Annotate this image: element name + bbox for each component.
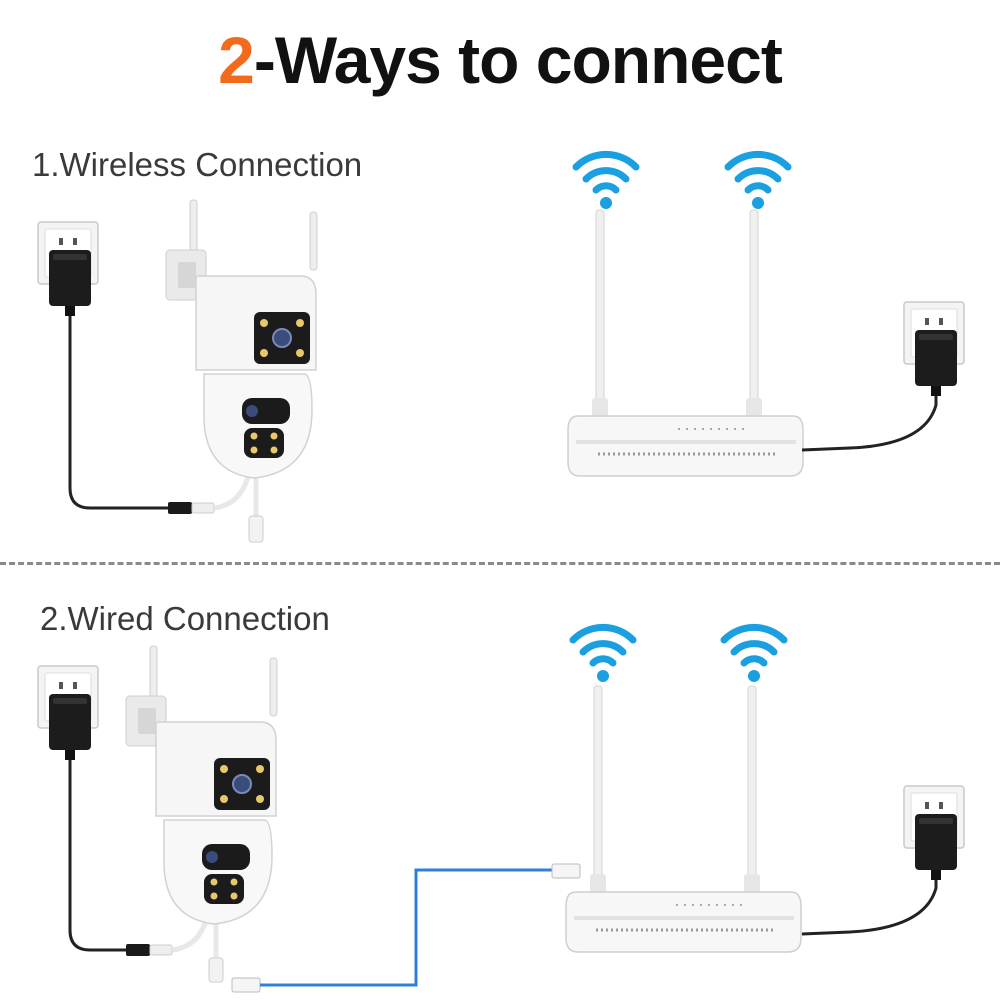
ethernet-cable <box>260 868 552 987</box>
power-cable <box>68 316 170 510</box>
camera-icon <box>165 199 318 479</box>
wireless-section <box>37 154 965 543</box>
wired-section <box>37 627 965 993</box>
power-adapter-icon <box>915 814 957 880</box>
router-icon <box>564 684 803 954</box>
dc-jack <box>191 502 215 514</box>
power-cable <box>68 760 128 952</box>
router-power-cable <box>801 396 938 452</box>
section-label-wired: 2.Wired Connection <box>40 600 330 637</box>
router-power-cable <box>801 880 938 936</box>
dc-plug <box>126 944 150 956</box>
camera-icon <box>125 645 278 925</box>
title-number: 2 <box>218 23 255 97</box>
power-adapter-icon <box>915 330 957 396</box>
wifi-icon <box>728 154 788 209</box>
ethernet-plug-icon <box>231 977 261 993</box>
wifi-icon <box>573 627 633 682</box>
section-label-wireless: 1.Wireless Connection <box>32 146 363 183</box>
ethernet-port <box>208 957 224 983</box>
wifi-icon <box>724 627 784 682</box>
title-text: -Ways to connect <box>253 23 783 97</box>
dc-jack <box>149 944 173 956</box>
power-adapter-icon <box>49 694 91 760</box>
page-title: 2-Ways to connect <box>0 22 1000 98</box>
power-adapter-icon <box>49 250 91 316</box>
ethernet-port <box>248 515 264 543</box>
wifi-icon <box>576 154 636 209</box>
ethernet-plug-icon <box>551 863 581 879</box>
router-icon <box>566 208 805 478</box>
dc-plug <box>168 502 192 514</box>
section-divider <box>0 562 1000 565</box>
